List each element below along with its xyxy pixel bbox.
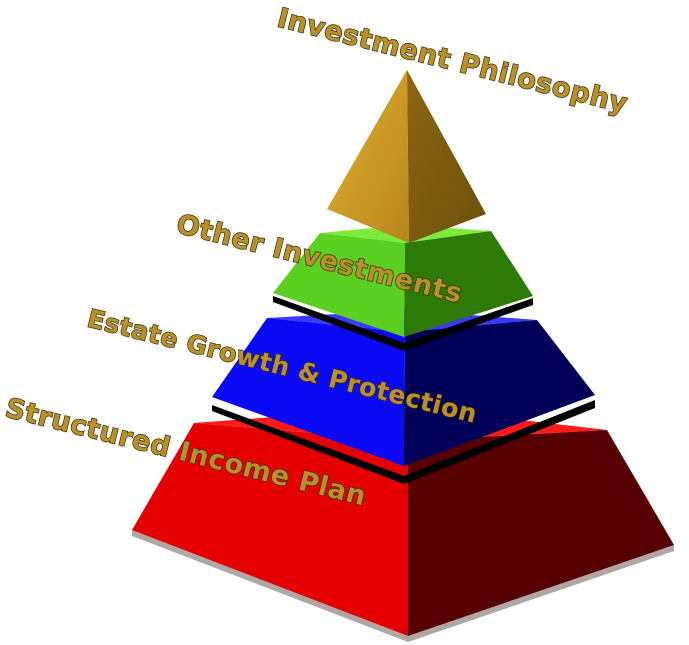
tier-investment-philosophy-right-face: [407, 70, 486, 243]
tier-structured-income-plan-left-face: [132, 423, 408, 636]
tier-structured-income-plan-right-face: [408, 430, 674, 636]
tier-other-investments-shadow: [273, 296, 533, 351]
tier-estate-growth-protection-left-face: [212, 318, 405, 466]
tier-investment-philosophy-left-face: [327, 70, 409, 243]
tier-structured-income-plan-edge: [132, 530, 674, 642]
tier-investment-philosophy: [327, 70, 486, 243]
tier-other-investments-right-face: [404, 231, 533, 337]
label-investment-philosophy: Investment Philosophy: [274, 3, 630, 120]
tier-other-investments-left-face: [273, 233, 405, 337]
tier-structured-income-plan: [132, 407, 674, 642]
tier-other-investments: [273, 225, 533, 351]
tier-estate-growth-protection-right-face: [404, 320, 595, 466]
